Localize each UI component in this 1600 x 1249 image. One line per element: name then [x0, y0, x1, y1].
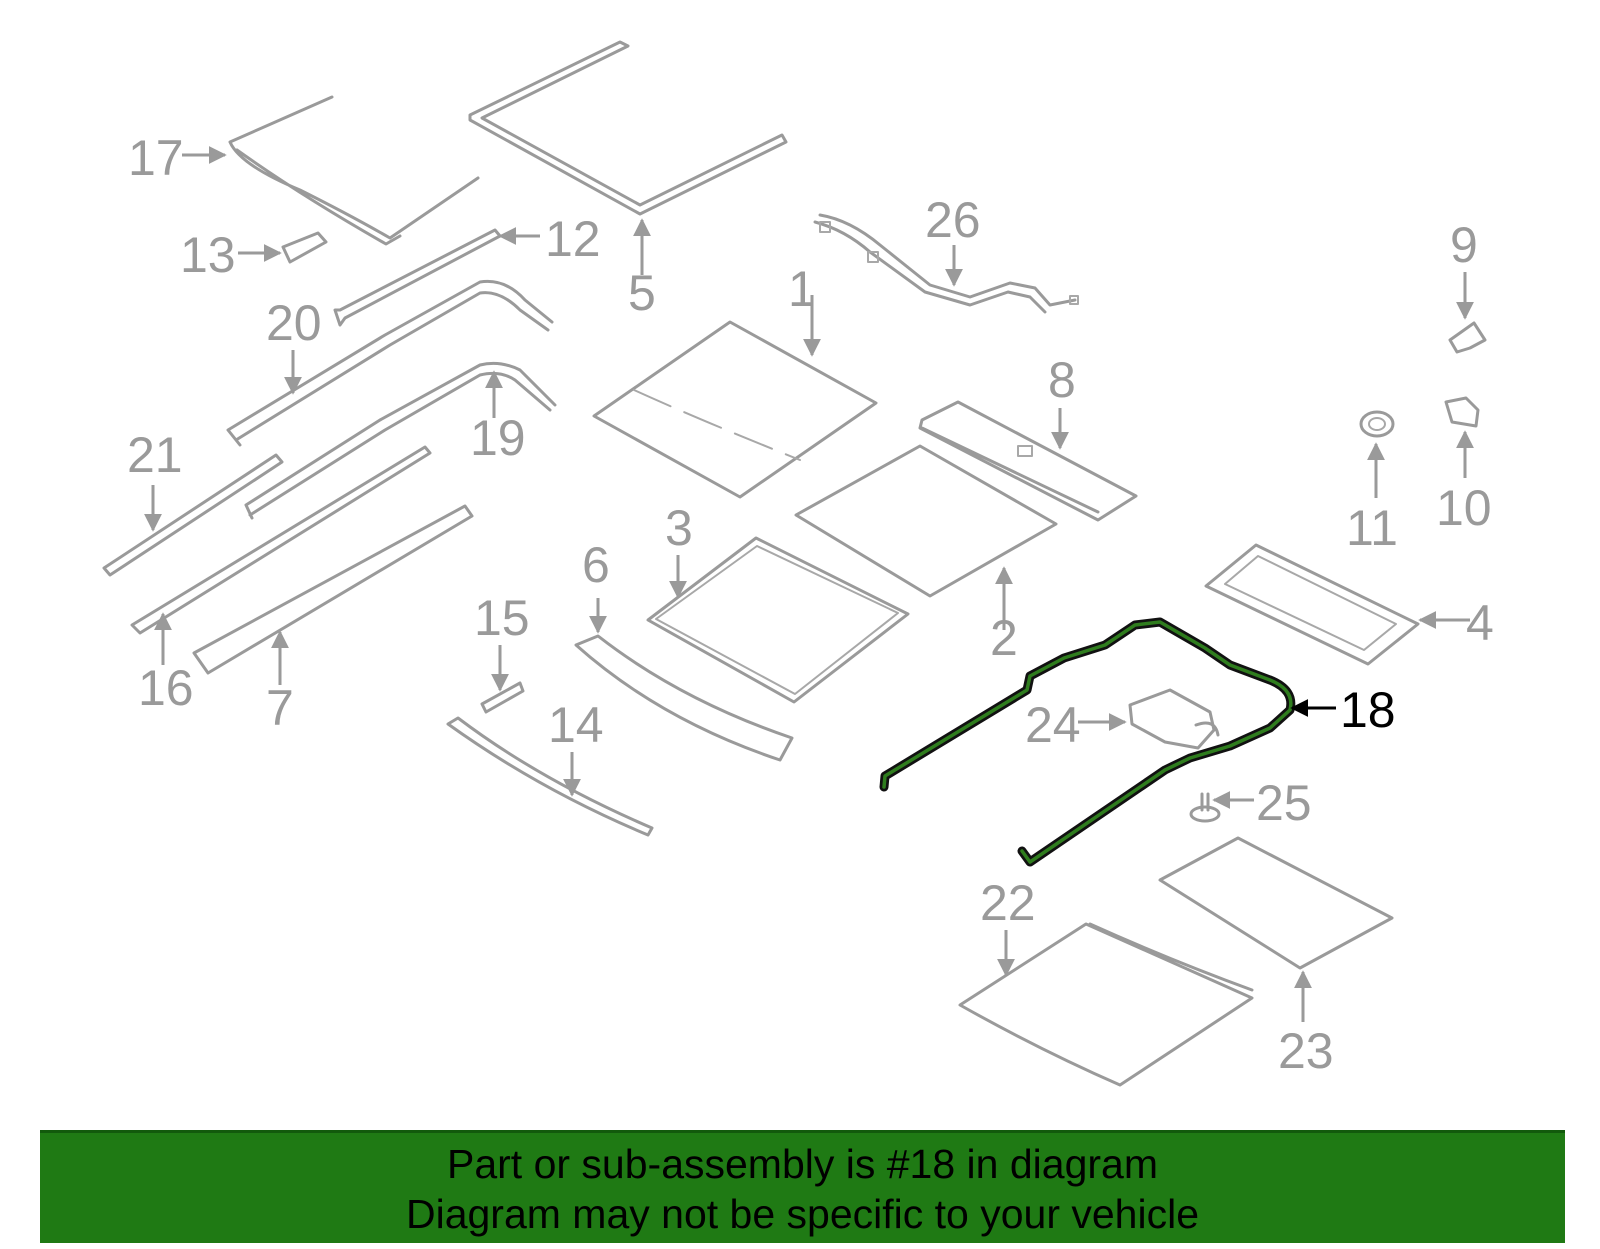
part-14-trim [446, 716, 654, 837]
part-8-deflector [918, 400, 1138, 522]
part-6-seal [574, 634, 794, 762]
callout-20: 20 [266, 295, 322, 351]
part-17-front-rail [228, 95, 480, 246]
callout-13: 13 [180, 227, 236, 283]
callout-6: 6 [582, 537, 610, 593]
callout-17: 17 [128, 130, 184, 186]
part-4-frame [1204, 543, 1420, 666]
part-11-grommet [1359, 410, 1395, 438]
callout-18: 18 [1340, 682, 1396, 738]
part-16-trim [130, 445, 432, 635]
callout-12: 12 [545, 211, 601, 267]
callout-5: 5 [628, 265, 656, 321]
part-5-roof-frame [468, 40, 788, 216]
callout-11: 11 [1346, 500, 1398, 556]
part-23-sunshade [1158, 836, 1394, 970]
part-25-screw [1189, 792, 1221, 823]
part-20-side-rail [226, 279, 554, 447]
part-7-trim [192, 504, 474, 675]
callout-21: 21 [127, 427, 183, 483]
part-10-clip [1444, 396, 1480, 428]
callout-23: 23 [1278, 1023, 1334, 1079]
part-2-glass-panel [794, 444, 1058, 598]
part-15-clip [480, 681, 525, 714]
part-9-fastener [1448, 321, 1487, 354]
part-1-glass-panel [592, 320, 878, 499]
info-banner: Part or sub-assembly is #18 in diagram D… [40, 1130, 1565, 1243]
part-13-clip [281, 231, 328, 264]
callout-25: 25 [1256, 775, 1312, 831]
callout-2: 2 [990, 610, 1018, 666]
callout-3: 3 [665, 500, 693, 556]
callout-16: 16 [138, 660, 194, 716]
part-21-trim [102, 453, 284, 577]
part-22-sunshade [958, 922, 1254, 1087]
callout-26: 26 [925, 192, 981, 248]
banner-line-2: Diagram may not be specific to your vehi… [405, 1191, 1199, 1237]
callout-15: 15 [474, 590, 530, 646]
parts-diagram: 1 2 3 4 5 6 7 8 9 10 11 12 13 14 15 16 1… [102, 40, 1494, 1087]
callout-24: 24 [1025, 697, 1081, 753]
callout-4: 4 [1466, 595, 1494, 651]
callout-10: 10 [1436, 480, 1492, 536]
callout-9: 9 [1450, 217, 1478, 273]
part-12-bracket [333, 228, 502, 327]
callout-22: 22 [980, 875, 1036, 931]
callout-7: 7 [266, 680, 294, 736]
part-18-highlighted-cable [879, 617, 1296, 867]
part-24-motor [1128, 688, 1220, 750]
leader-arrows [144, 146, 1474, 1022]
part-26-harness [813, 213, 1079, 314]
part-3-seal [646, 536, 910, 704]
callout-labels: 1 2 3 4 5 6 7 8 9 10 11 12 13 14 15 16 1… [127, 130, 1494, 1079]
callout-14: 14 [548, 697, 604, 753]
callout-1: 1 [788, 261, 816, 317]
callout-19: 19 [470, 410, 526, 466]
banner-line-1: Part or sub-assembly is #18 in diagram [447, 1141, 1158, 1187]
callout-8: 8 [1048, 352, 1076, 408]
